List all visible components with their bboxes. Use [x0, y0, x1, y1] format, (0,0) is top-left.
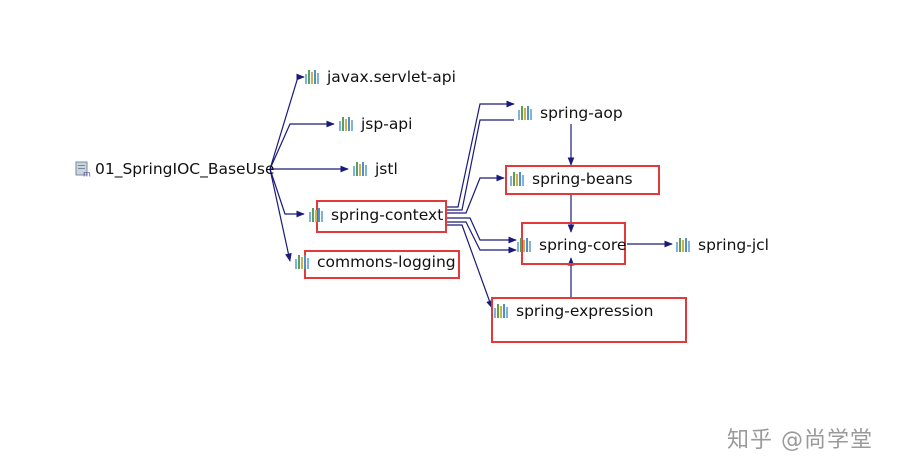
node-javax-servlet-api[interactable]: javax.servlet-api: [305, 66, 456, 88]
highlight-spring-beans: [505, 165, 660, 195]
jar-icon: [309, 208, 327, 222]
edge-context-beans: [447, 174, 505, 214]
jar-icon: [305, 70, 323, 84]
node-spring-beans[interactable]: spring-beans: [510, 168, 633, 190]
jar-icon: [353, 162, 371, 176]
node-label: spring-expression: [516, 302, 654, 320]
node-label: spring-beans: [532, 170, 633, 188]
highlight-spring-expression: [491, 297, 687, 343]
node-label: spring-core: [539, 236, 627, 254]
root-project-label: 01_SpringIOC_BaseUse: [95, 160, 275, 178]
edge-root-jsp-api: [269, 120, 335, 170]
edge-context-aop: [447, 100, 515, 208]
node-jsp-api[interactable]: jsp-api: [339, 113, 412, 135]
edge-context-core: [447, 217, 517, 244]
edge-context-expression: [447, 224, 493, 309]
node-label: spring-aop: [540, 104, 623, 122]
jar-icon: [295, 255, 313, 269]
edge-root-javax-servlet-api: [269, 73, 305, 170]
node-label: spring-context: [331, 206, 444, 224]
node-spring-jcl[interactable]: spring-jcl: [676, 234, 769, 256]
node-spring-aop[interactable]: spring-aop: [518, 102, 623, 124]
jar-icon: [518, 106, 536, 120]
edge-root-spring-context: [269, 168, 305, 218]
svg-text:m: m: [83, 170, 91, 178]
edge-context-aop-2: [447, 119, 514, 211]
jar-icon: [676, 238, 694, 252]
node-label: javax.servlet-api: [327, 68, 456, 86]
jar-icon: [494, 304, 512, 318]
node-spring-expression[interactable]: spring-expression: [494, 300, 653, 322]
watermark: 知乎 @尚学堂: [727, 428, 873, 453]
highlight-spring-core: [521, 222, 626, 265]
highlight-spring-context: [316, 200, 447, 233]
jar-icon: [339, 117, 357, 131]
node-jstl[interactable]: jstl: [353, 158, 398, 180]
node-label: jstl: [375, 160, 398, 178]
maven-project-icon: m: [75, 161, 91, 179]
node-spring-core[interactable]: spring-core: [517, 234, 626, 256]
node-label: commons-logging: [317, 253, 456, 271]
edge-root-commons-logging: [269, 168, 292, 262]
node-spring-context[interactable]: spring-context: [309, 204, 443, 226]
jar-icon: [510, 172, 528, 186]
root-project-node[interactable]: m 01_SpringIOC_BaseUse: [75, 158, 275, 180]
node-commons-logging[interactable]: commons-logging: [295, 251, 456, 273]
edge-context-core-2: [447, 221, 517, 254]
node-label: spring-jcl: [698, 236, 769, 254]
jar-icon: [517, 238, 535, 252]
node-label: jsp-api: [361, 115, 413, 133]
